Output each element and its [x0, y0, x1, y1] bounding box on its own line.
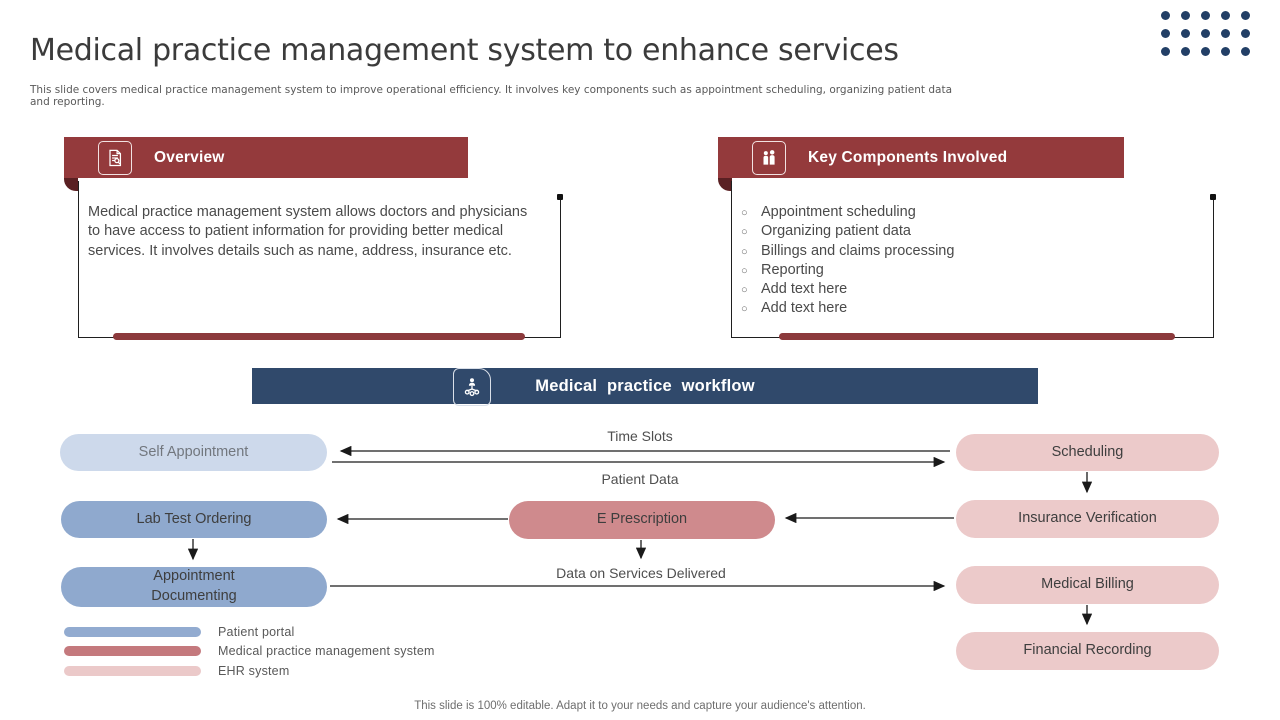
workflow-title-bar: Medical practice workflow — [252, 368, 1038, 406]
overview-card-title: Overview — [154, 148, 225, 166]
page-subtitle: This slide covers medical practice manag… — [30, 84, 953, 108]
org-chart-icon — [453, 368, 491, 406]
overview-body-text: Medical practice management system allow… — [88, 204, 528, 259]
people-icon — [752, 141, 786, 175]
edge-label-patient-data: Patient Data — [601, 471, 679, 487]
legend-swatch-mpm-system — [64, 646, 201, 657]
edge-label-time-slots: Time Slots — [607, 428, 673, 444]
list-item: ○Add text here — [741, 300, 848, 317]
list-item: ○Organizing patient data — [741, 223, 911, 240]
overview-accent-bar — [113, 333, 525, 340]
legend-swatch-patient-portal — [64, 626, 201, 637]
node-financial-recording: Financial Recording — [956, 632, 1219, 670]
dots-decoration — [1161, 11, 1250, 56]
overview-border-left — [78, 181, 79, 337]
edge-label-data-on-services: Data on Services Delivered — [556, 565, 726, 581]
list-item: ○Add text here — [741, 281, 848, 298]
circle-bullet-icon: ○ — [741, 303, 748, 316]
overview-card-header: Overview — [64, 137, 468, 178]
document-search-icon — [98, 141, 132, 175]
node-scheduling: Scheduling — [956, 434, 1219, 471]
legend-swatch-ehr-system — [64, 665, 201, 676]
components-border-right — [1213, 198, 1214, 338]
node-e-prescription: E Prescription — [509, 501, 775, 539]
components-fold — [718, 178, 732, 191]
workflow-legend: Patient portal Medical practice manageme… — [64, 622, 435, 681]
circle-bullet-icon: ○ — [741, 226, 748, 239]
node-self-appointment: Self Appointment — [60, 434, 327, 471]
legend-item: EHR system — [64, 661, 435, 681]
components-accent-bar — [779, 333, 1175, 340]
circle-bullet-icon: ○ — [741, 284, 748, 297]
components-border-left — [731, 181, 732, 337]
node-insurance-verification: Insurance Verification — [956, 500, 1219, 538]
overview-border-right — [560, 198, 561, 338]
circle-bullet-icon: ○ — [741, 264, 748, 277]
footer-note: This slide is 100% editable. Adapt it to… — [414, 700, 866, 712]
circle-bullet-icon: ○ — [741, 207, 748, 219]
components-corner-dot — [1210, 194, 1216, 200]
circle-bullet-icon: ○ — [741, 245, 748, 258]
list-item: ○Billings and claims processing — [741, 242, 955, 259]
list-item: ○Reporting — [741, 261, 824, 278]
workflow-title: Medical practice workflow — [535, 376, 755, 395]
page-title: Medical practice management system to en… — [30, 33, 899, 68]
node-appointment-documenting: Appointment Documenting — [61, 567, 327, 607]
node-lab-test-ordering: Lab Test Ordering — [61, 501, 327, 538]
list-item: ○Appointment scheduling — [741, 204, 916, 220]
node-medical-billing: Medical Billing — [956, 566, 1219, 604]
overview-fold — [64, 178, 78, 191]
legend-item: Patient portal — [64, 622, 435, 642]
overview-corner-dot — [557, 194, 563, 200]
legend-item: Medical practice management system — [64, 642, 435, 662]
components-card-title: Key Components Involved — [808, 148, 1008, 166]
components-card-header: Key Components Involved — [718, 137, 1124, 178]
components-bullet-list: ○Appointment scheduling ○Organizing pati… — [741, 204, 954, 320]
